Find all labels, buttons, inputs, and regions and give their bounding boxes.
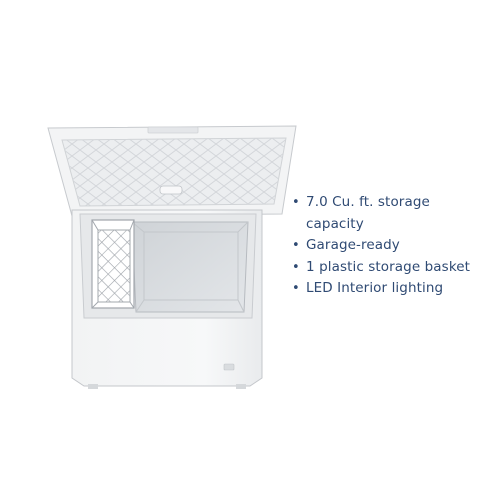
feature-item: • LED Interior lighting: [292, 278, 492, 300]
bullet: •: [292, 238, 300, 253]
feature-list: • 7.0 Cu. ft. storage capacity • Garage-…: [292, 192, 492, 300]
feature-item: • 7.0 Cu. ft. storage capacity: [292, 192, 492, 235]
feature-text: 7.0 Cu. ft. storage capacity: [306, 194, 430, 232]
bullet: •: [292, 195, 300, 210]
feature-item: • Garage-ready: [292, 235, 492, 257]
feature-text: LED Interior lighting: [306, 280, 444, 296]
feature-text: 1 plastic storage basket: [306, 258, 471, 275]
feature-text: Garage-ready: [306, 237, 400, 253]
freezer-lid: [47, 125, 297, 217]
bullet: •: [292, 281, 300, 296]
storage-basket: [91, 219, 135, 309]
feature-item: • 1 plastic storage basket: [292, 257, 492, 279]
bullet: •: [292, 259, 300, 275]
